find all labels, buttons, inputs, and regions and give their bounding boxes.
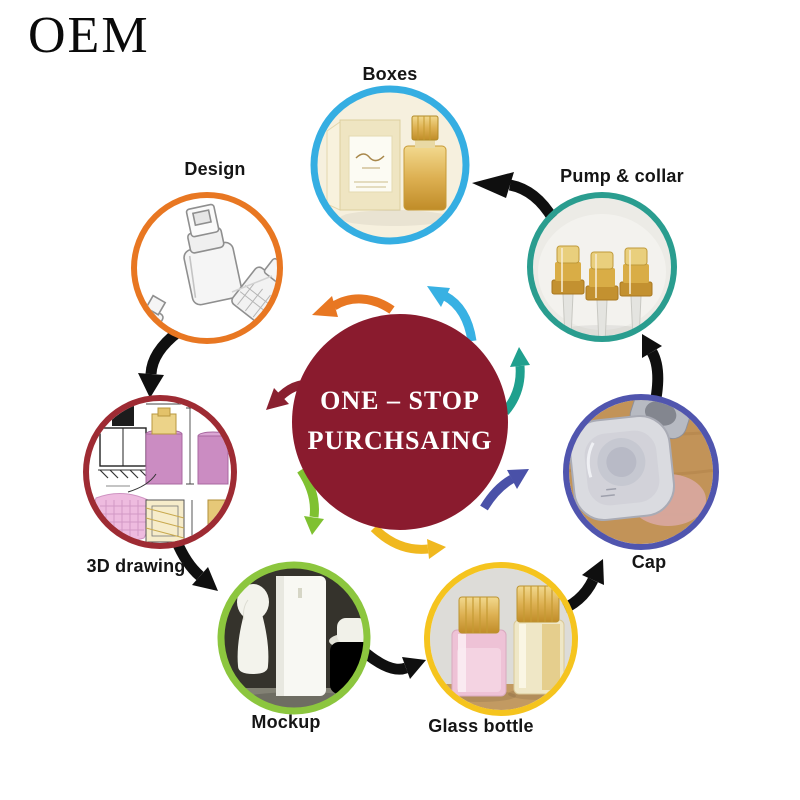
flow-arrow-cap-to-pump-collar	[642, 334, 664, 399]
step-label-boxes: Boxes	[362, 64, 418, 84]
spoke-arrow-cap	[480, 469, 529, 511]
center-slogan-line1: ONE – STOP	[320, 386, 480, 415]
spoke-arrows	[266, 286, 530, 559]
spoke-arrow-mockup	[297, 467, 324, 535]
oem-logo: OEM	[28, 7, 150, 64]
step-photo-design	[137, 198, 277, 338]
step-label-design: Design	[184, 159, 246, 179]
spoke-arrow-boxes	[427, 286, 477, 342]
spoke-arrow-glass-bottle	[370, 524, 446, 559]
ring-3d-drawing	[83, 395, 237, 549]
center-circle	[292, 314, 508, 530]
step-photo-boxes	[317, 92, 463, 238]
step-rings	[83, 85, 719, 716]
flow-arrow-pump-collar-to-boxes	[472, 172, 558, 222]
flow-arrow-mockup-to-glass-bottle	[358, 645, 426, 679]
spoke-arrow-design	[312, 294, 395, 317]
center-slogan-line2: PURCHSAING	[307, 426, 493, 456]
ring-boxes	[310, 85, 470, 245]
step-label-glass-bottle: Glass bottle	[428, 716, 534, 736]
ring-glass-bottle	[424, 562, 578, 716]
flow-arrow-design-to-3d-drawing	[138, 327, 182, 398]
step-label-cap: Cap	[631, 552, 667, 572]
step-label-3d-drawing: 3D drawing	[86, 556, 186, 576]
center-slogan: ONE – STOP PURCHSAING	[280, 381, 520, 462]
step-label-mockup: Mockup	[251, 712, 321, 732]
step-label-pump-collar: Pump & collar	[560, 166, 684, 186]
ring-pump-collar	[527, 192, 677, 342]
step-photo-pump-collar	[533, 198, 671, 336]
ring-design	[131, 192, 283, 344]
ring-mockup	[217, 561, 371, 715]
step-photo-cap	[569, 400, 713, 544]
step-photo-glass-bottle	[430, 568, 572, 710]
ring-cap	[563, 394, 719, 550]
spoke-arrow-pump-collar	[501, 347, 530, 415]
